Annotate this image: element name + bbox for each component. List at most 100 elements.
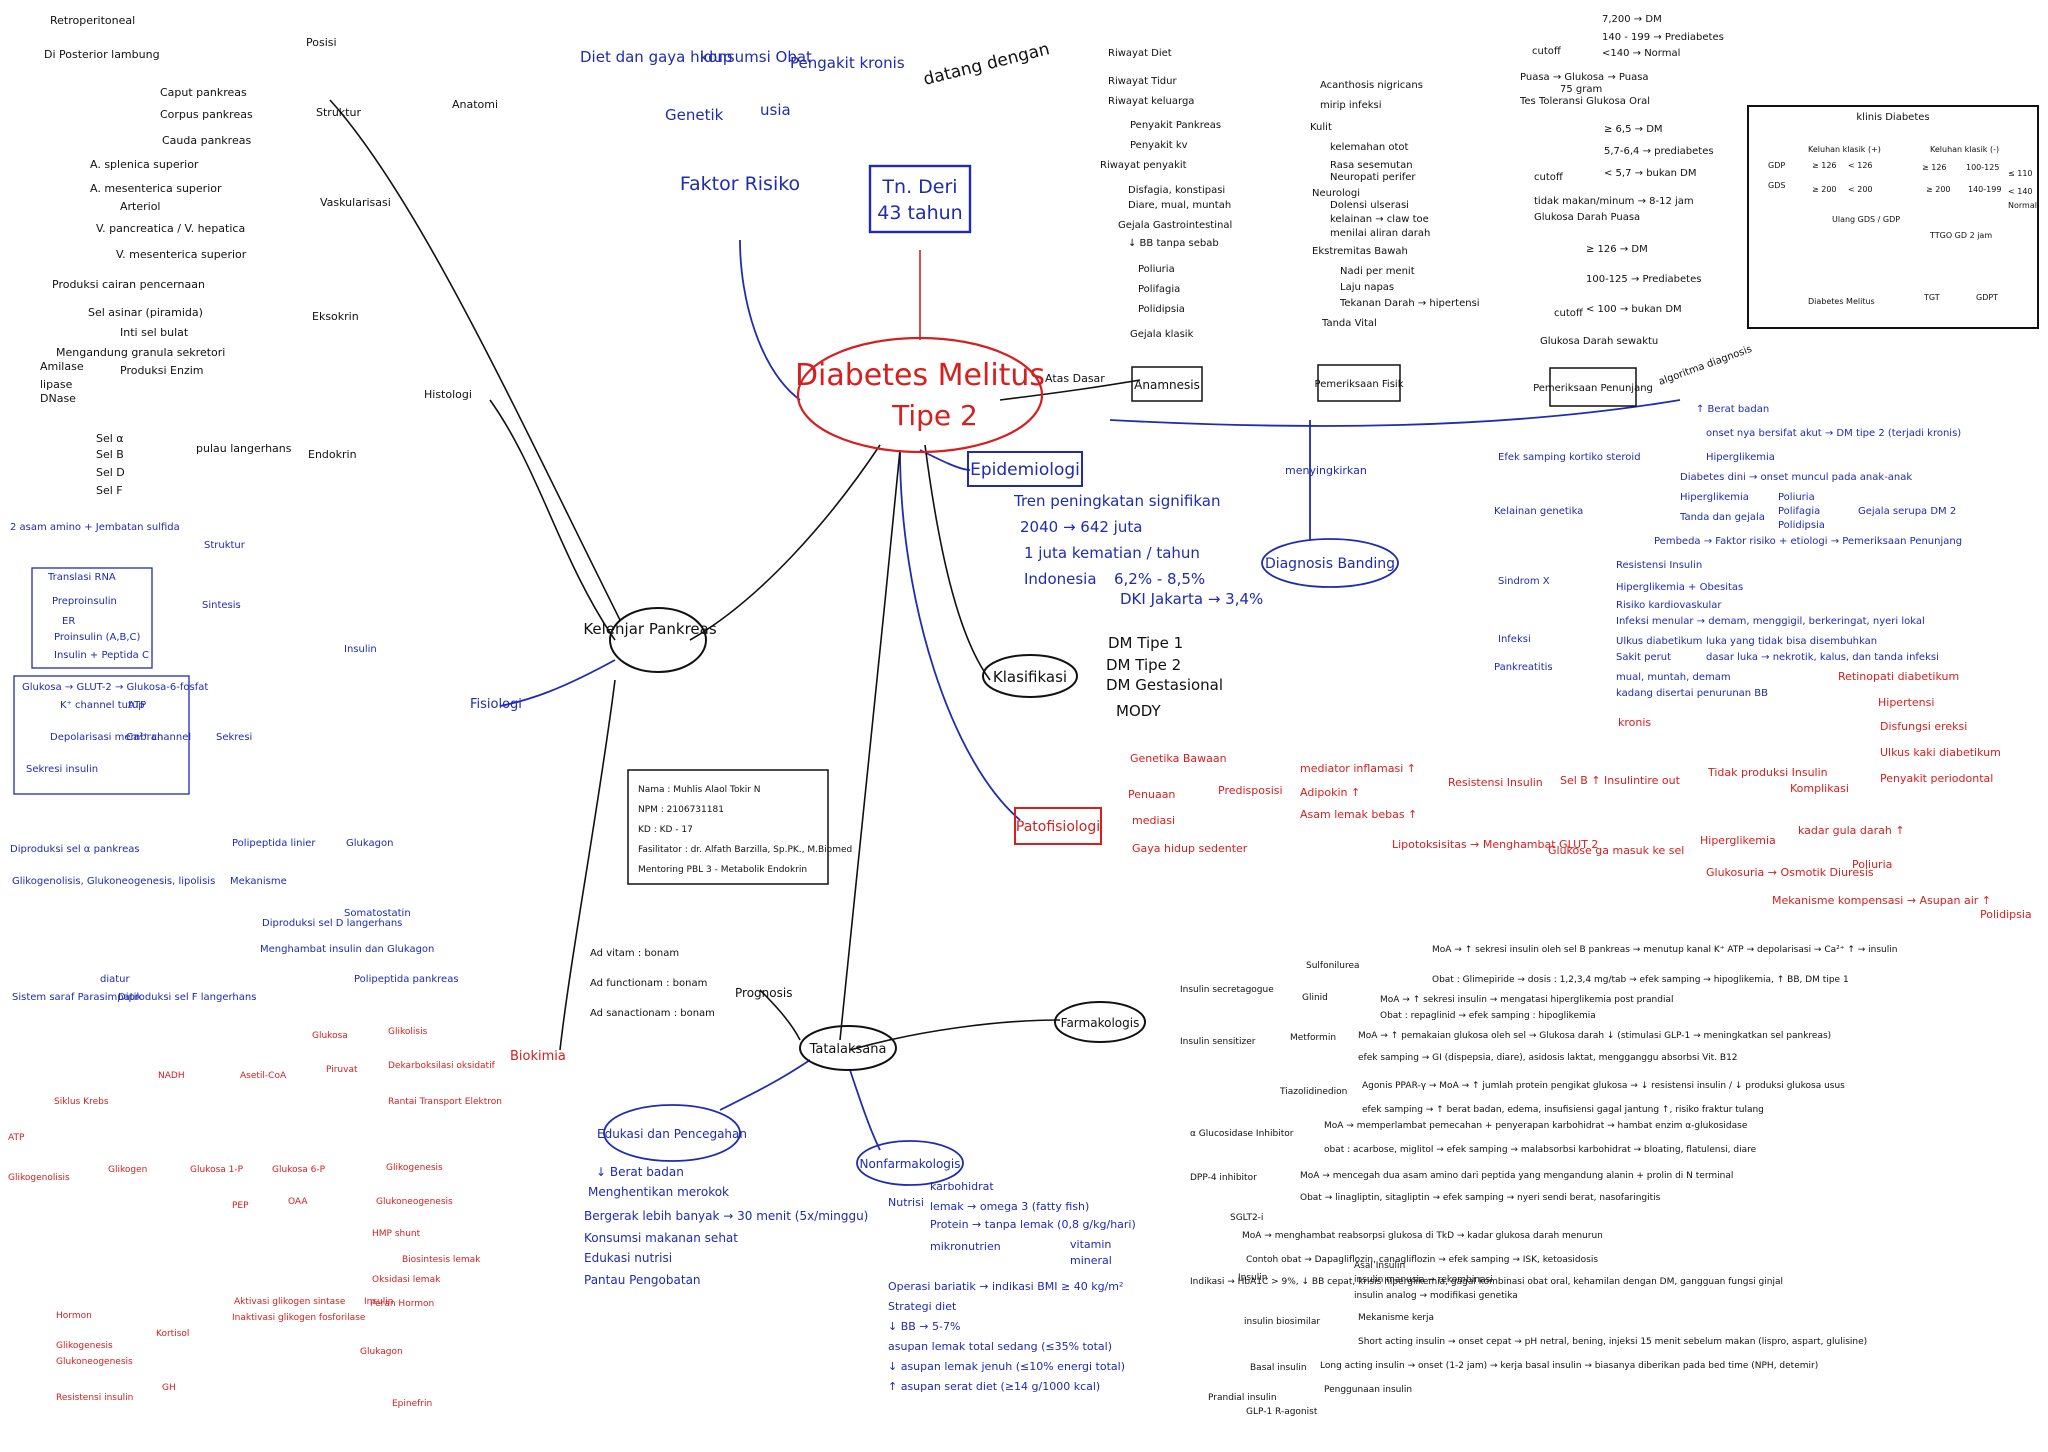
farm-item: DPP-4 inhibitor (1190, 1173, 1257, 1183)
bio-item: Asetil-CoA (240, 1071, 287, 1081)
fisik-item: Laju napas (1340, 282, 1394, 293)
fisik-item: Tanda Vital (1321, 318, 1377, 329)
penunjang-item: 100-125 → Prediabetes (1586, 274, 1701, 285)
fis-item: Glikogenolisis, Glukoneogenesis, lipolis… (12, 876, 215, 887)
penunjang-item: cutoff (1532, 46, 1562, 57)
fisik-item: Nadi per menit (1340, 266, 1415, 277)
fis-item: ER (62, 616, 75, 627)
farm-item: GLP-1 R-agonist (1246, 1407, 1318, 1417)
db-item: Infeksi menular → demam, menggigil, berk… (1616, 616, 1925, 627)
fisik-item: Neurologi (1312, 188, 1360, 199)
pato-item: Asam lemak bebas ↑ (1300, 808, 1417, 821)
pato-item: Poliuria (1852, 858, 1892, 871)
bio-item: Dekarboksilasi oksidatif (388, 1061, 496, 1071)
flow-item: 140-199 (1968, 185, 2001, 194)
klasifikasi-group: Klasifikasi DM Tipe 1DM Tipe 2DM Gestasi… (982, 634, 1223, 720)
epi-item: DKI Jakarta → 3,4% (1120, 590, 1263, 608)
atas-dasar-label: Atas Dasar (1045, 372, 1105, 385)
epi-item: 2040 → 642 juta (1020, 518, 1142, 536)
fisiologi-title: Fisiologi (470, 697, 522, 712)
bio-item: PEP (232, 1201, 249, 1211)
bio-item: Glikolisis (388, 1027, 428, 1037)
fisik-item: mirip infeksi (1320, 100, 1382, 111)
menyingkirkan-label: menyingkirkan (1285, 464, 1367, 477)
db-item: Polidipsia (1778, 520, 1825, 531)
flow-item: GDP (1768, 161, 1785, 170)
kel-item: V. mesenterica superior (116, 248, 247, 261)
kel-item: Inti sel bulat (120, 326, 189, 339)
connector-patofis (899, 449, 1021, 821)
epi-item: 1 juta kematian / tahun (1024, 544, 1200, 562)
kel-item: Sel asinar (piramida) (88, 306, 203, 319)
fis-item: Sistem saraf Parasimpatik (12, 992, 142, 1003)
epi-item: Tren peningkatan signifikan (1013, 492, 1220, 510)
bio-item: Hormon (56, 1311, 92, 1321)
farm-item: insulin manusia → rekombinasi (1354, 1275, 1493, 1285)
bio-item: Glikogen (108, 1165, 147, 1175)
diagnosis-banding-group: Diagnosis Banding menyingkirkan Efek sam… (1261, 404, 1962, 699)
anamnesis-item: Riwayat Diet (1108, 48, 1172, 59)
fis-item: Insulin + Peptida C (54, 650, 149, 661)
pato-item: Hipertensi (1878, 696, 1934, 709)
farm-item: MoA → menghambat reabsorpsi glukosa di T… (1242, 1231, 1603, 1241)
flow-item: ≥ 200 (1926, 185, 1951, 194)
pato-item: kronis (1618, 716, 1651, 729)
kel-item: Amilase (40, 360, 84, 373)
bio-item: Glukoneogenesis (56, 1357, 133, 1367)
farm-item: efek samping → ↑ berat badan, edema, ins… (1362, 1105, 1764, 1115)
pato-item: Hiperglikemia (1700, 834, 1776, 847)
edukasi-item: Pantau Pengobatan (584, 1273, 701, 1287)
bio-item: Glukosa 6-P (272, 1165, 326, 1175)
penunjang-item: Glukosa Darah sewaktu (1540, 336, 1658, 347)
edukasi-item: Konsumsi makanan sehat (584, 1231, 738, 1245)
pato-item: Glukose ga masuk ke sel (1548, 844, 1684, 857)
fis-item: Proinsulin (A,B,C) (54, 632, 141, 643)
farm-item: SGLT2-i (1230, 1213, 1263, 1223)
farm-item: MoA → memperlambat pemecahan + penyerapa… (1324, 1121, 1748, 1131)
farm-item: Sulfonilurea (1306, 961, 1360, 971)
flow-item: Keluhan klasik (+) (1808, 145, 1881, 154)
pemeriksaan-fisik-group: Pemeriksaan Fisik Acanthosis nigricansmi… (1310, 80, 1480, 402)
fisik-item: Dolensi ulserasi (1330, 200, 1409, 211)
anamnesis-item: Gejala Gastrointestinal (1118, 220, 1232, 231)
farm-item: MoA → ↑ sekresi insulin oleh sel B pankr… (1432, 945, 1897, 955)
epi-item: 6,2% - 8,5% (1114, 570, 1205, 588)
flowchart-title: klinis Diabetes (1856, 112, 1929, 123)
bio-item: Glukosa (312, 1031, 348, 1041)
connector-fisiologi (499, 659, 616, 707)
bio-item: Piruvat (326, 1065, 358, 1075)
farm-item: Indikasi → HbA1C > 9%, ↓ BB cepat, krisi… (1190, 1277, 1783, 1287)
kel-item: Endokrin (308, 448, 357, 461)
klas-item: DM Tipe 1 (1108, 634, 1183, 652)
farm-item: Penggunaan insulin (1324, 1385, 1412, 1395)
prog-item: Ad vitam : bonam (590, 948, 679, 959)
connector-biokimia (559, 679, 616, 1051)
bio-item: Peran Hormon (370, 1299, 434, 1309)
fis-item: Diproduksi sel D langerhans (262, 918, 402, 929)
flow-item: TTGO GD 2 jam (1929, 231, 1992, 240)
connector-faktor (739, 239, 801, 401)
farm-item: Asal Insulin (1354, 1261, 1405, 1271)
connector-anamnesis (999, 379, 1141, 401)
info-row: NPM : 2106731181 (638, 805, 724, 815)
flow-item: < 200 (1848, 185, 1873, 194)
faktor-risiko-group: Faktor Risiko Diet dan gaya hidup konsum… (580, 48, 905, 195)
info-row: KD : KD - 17 (638, 825, 693, 835)
pato-item: Ulkus kaki diabetikum (1880, 746, 2001, 759)
flow-item: Normal (2008, 201, 2037, 210)
patofisiologi-box (1014, 807, 1102, 845)
db-item: Polifagia (1778, 506, 1820, 517)
nonfarma-item: lemak → omega 3 (fatty fish) (930, 1200, 1089, 1213)
nonfarma-item: asupan lemak total sedang (≤35% total) (888, 1340, 1112, 1353)
penunjang-item: 7,200 → DM (1602, 14, 1662, 25)
db-item: Efek samping kortiko steroid (1498, 452, 1641, 463)
nonfarma-item: Protein → tanpa lemak (0,8 g/kg/hari) (930, 1218, 1136, 1231)
nonfarma-ellipse (856, 1140, 964, 1186)
